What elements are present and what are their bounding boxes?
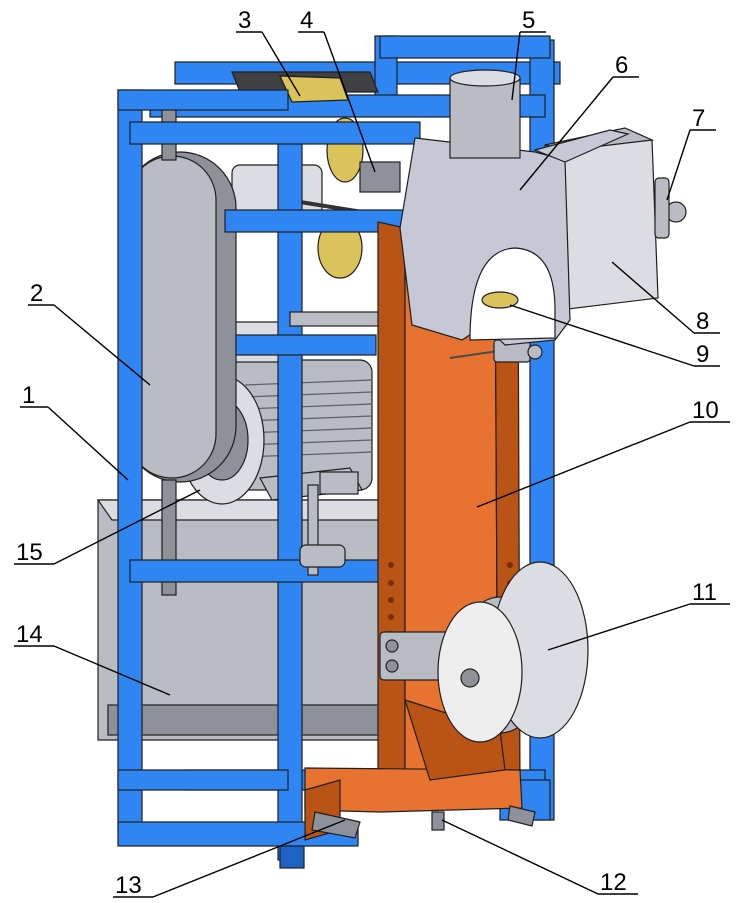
callout-1: 1	[20, 382, 129, 481]
column-hole	[507, 562, 513, 568]
column-hole	[388, 597, 394, 603]
frame-top-front-beam	[129, 121, 421, 145]
motor-cooling-fins	[244, 379, 373, 458]
callout-14: 14	[14, 621, 171, 696]
frame-top-side-beam	[117, 89, 289, 111]
roller-axle	[460, 668, 480, 688]
motor-fin	[244, 391, 373, 398]
callout-number: 15	[16, 539, 43, 566]
level-foot-front	[431, 811, 445, 831]
frame-front	[117, 89, 421, 869]
drive-actuator-block	[359, 161, 401, 193]
motor-fin	[244, 427, 373, 434]
limit-switch-knob	[527, 344, 543, 360]
mount-hole	[111, 637, 117, 643]
callout-leader-line	[509, 304, 695, 367]
limit-switch-assembly	[449, 339, 543, 363]
motor-fin	[244, 415, 373, 422]
motor-fin	[244, 403, 373, 410]
callout-leader-line	[261, 31, 301, 97]
callout-leader-line	[152, 819, 346, 898]
feed-hopper	[399, 69, 630, 346]
hopper-outlet-inner	[481, 291, 519, 309]
callout-9: 9	[509, 304, 720, 368]
callout-13: 13	[113, 819, 346, 899]
motor-fin	[244, 451, 373, 458]
callout-15: 15	[14, 489, 201, 566]
callout-10: 10	[476, 397, 730, 508]
level-foot-rear-left	[311, 811, 361, 839]
callout-leader-line	[519, 76, 614, 191]
mount-hole	[111, 542, 117, 548]
mount-hole	[111, 657, 117, 663]
cable-gland-mount	[654, 177, 670, 239]
callout-number: 11	[692, 579, 717, 606]
callout-number: 3	[238, 7, 251, 34]
callout-leader-line	[53, 645, 171, 696]
callout-leader-line	[323, 31, 376, 173]
callout-number: 8	[696, 308, 709, 335]
callout-number: 1	[22, 382, 35, 409]
callout-leader-line	[53, 304, 151, 386]
column-front-face	[377, 221, 406, 811]
bag-clamp-roller	[379, 561, 589, 743]
clamp-bolt	[385, 659, 399, 673]
control-box-bottom-rail	[107, 704, 381, 736]
callout-leader-line	[547, 603, 691, 651]
callout-2: 2	[28, 280, 151, 386]
frame-front-post-left	[117, 89, 143, 831]
column-hole	[388, 562, 394, 568]
callout-3: 3	[236, 7, 301, 97]
linkage-pneumatic-cylinder	[299, 544, 346, 568]
hopper-right-flange	[533, 129, 630, 163]
roller-flange-inner	[437, 601, 523, 743]
callout-number: 6	[615, 52, 628, 79]
motor-fin	[244, 439, 373, 446]
callout-5: 5	[511, 7, 546, 101]
belt-guard-cover	[123, 99, 237, 596]
frame-bottom-side-beam	[117, 769, 289, 791]
callout-8: 8	[611, 261, 720, 335]
callout-leader-line	[476, 421, 691, 508]
frame-middle-cross	[235, 334, 377, 356]
linkage	[289, 311, 401, 576]
callout-number: 4	[300, 7, 313, 34]
callout-leader-line	[666, 129, 691, 201]
callout-number: 9	[696, 341, 709, 368]
callout-number: 12	[600, 869, 627, 896]
frame-top-right-beam	[379, 35, 551, 59]
callout-number: 7	[692, 105, 705, 132]
frame-mid-beam-lower	[129, 559, 401, 583]
inlet-pipe-top	[449, 69, 521, 87]
callout-number: 2	[30, 280, 43, 307]
column-hole	[388, 580, 394, 586]
clamp-bolt	[385, 639, 399, 653]
callout-leader-line	[511, 31, 521, 101]
inlet-pipe	[449, 77, 521, 159]
leveling-feet	[311, 805, 536, 839]
callout-number: 5	[522, 7, 535, 34]
frame-corner-foot	[279, 845, 305, 869]
callout-7: 7	[666, 105, 716, 201]
callout-leader-line	[47, 406, 129, 481]
callout-12: 12	[441, 819, 638, 896]
callout-4: 4	[298, 7, 376, 173]
callout-number: 10	[692, 397, 719, 424]
column-hole	[388, 614, 394, 620]
linkage-rod-vertical	[307, 484, 319, 576]
frame-front-post-middle	[277, 139, 303, 861]
callout-leader-line	[53, 489, 201, 565]
mount-hole	[111, 677, 117, 683]
level-foot-rear-right	[507, 805, 536, 827]
linkage-tension-block	[319, 471, 359, 495]
callout-number: 14	[16, 621, 43, 648]
callout-6: 6	[519, 52, 639, 191]
callout-number: 13	[115, 872, 142, 899]
motor-fin	[244, 379, 373, 386]
callout-leader-line	[441, 819, 599, 895]
callout-11: 11	[547, 579, 730, 651]
callout-leader-line	[611, 261, 695, 334]
